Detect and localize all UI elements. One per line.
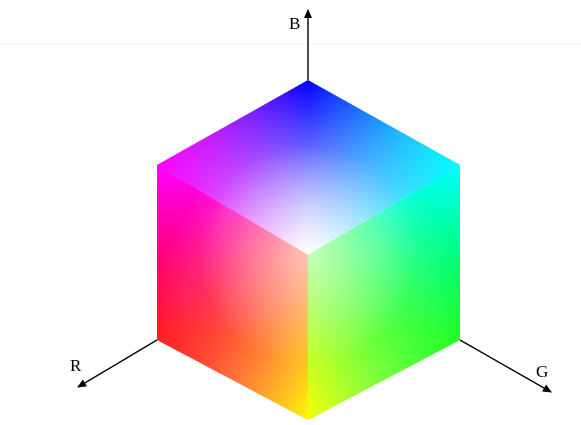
g-axis-label: G xyxy=(536,362,548,381)
cube-center-glow xyxy=(157,80,460,420)
color-cube xyxy=(157,80,460,420)
axes: B R G xyxy=(70,9,552,393)
r-axis-label: R xyxy=(70,356,82,375)
r-axis-arrow xyxy=(77,339,158,388)
g-axis-arrow xyxy=(459,339,552,393)
b-axis-label: B xyxy=(289,14,300,33)
